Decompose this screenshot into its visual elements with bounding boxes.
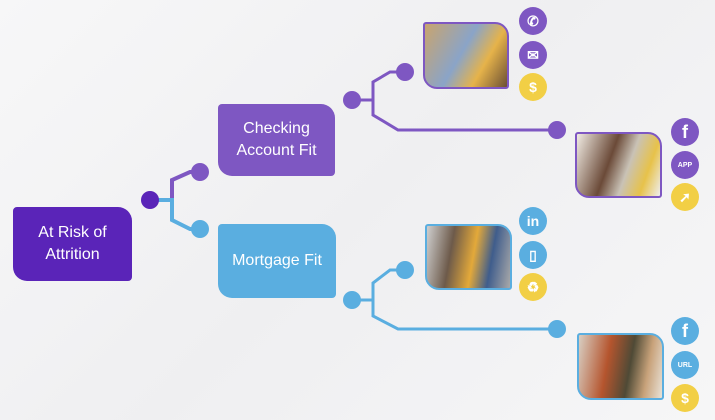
click-cursor-icon: ➚ [671, 183, 699, 211]
linkedin-icon: in [519, 207, 547, 235]
node-dot-mortgage-out [343, 291, 361, 309]
mortgage-fit-node: Mortgage Fit [218, 224, 336, 298]
connector-mortgage-leaf1 [352, 268, 405, 302]
node-dot-checking [191, 163, 209, 181]
photo-family-on-couch [577, 333, 664, 400]
node-dot-mortgage [191, 220, 209, 238]
app-icon: APP [671, 151, 699, 179]
photo-woman-yellow-sweater [425, 224, 512, 290]
node-dot-leaf [396, 63, 414, 81]
branch-label: Mortgage Fit [232, 252, 322, 269]
root-label: Attrition [45, 246, 100, 263]
branch-label: Account Fit [236, 142, 317, 159]
url-web-icon: URL [671, 351, 699, 379]
photo-senior-couple [423, 22, 509, 89]
facebook-icon: f [671, 317, 699, 345]
root-node: At Risk of Attrition [13, 207, 132, 281]
node-dot-root [141, 191, 159, 209]
mobile-phone-icon: ▯ [519, 241, 547, 269]
branch-label: Checking [243, 120, 310, 137]
phone-icon: ✆ [519, 7, 547, 35]
node-dot-leaf [396, 261, 414, 279]
connector-checking-leaf2 [352, 98, 557, 132]
dollar-cycle-icon: $ [519, 73, 547, 101]
node-dot-leaf [548, 121, 566, 139]
facebook-icon: f [671, 118, 699, 146]
node-dot-checking-out [343, 91, 361, 109]
recycle-icon: ♻ [519, 273, 547, 301]
root-label: At Risk of [38, 224, 107, 241]
email-icon: ✉ [519, 41, 547, 69]
connector-mortgage-leaf2 [352, 298, 557, 331]
node-dot-leaf [548, 320, 566, 338]
dollar-cycle-icon: $ [671, 384, 699, 412]
photo-father-child-cooking [575, 132, 662, 198]
